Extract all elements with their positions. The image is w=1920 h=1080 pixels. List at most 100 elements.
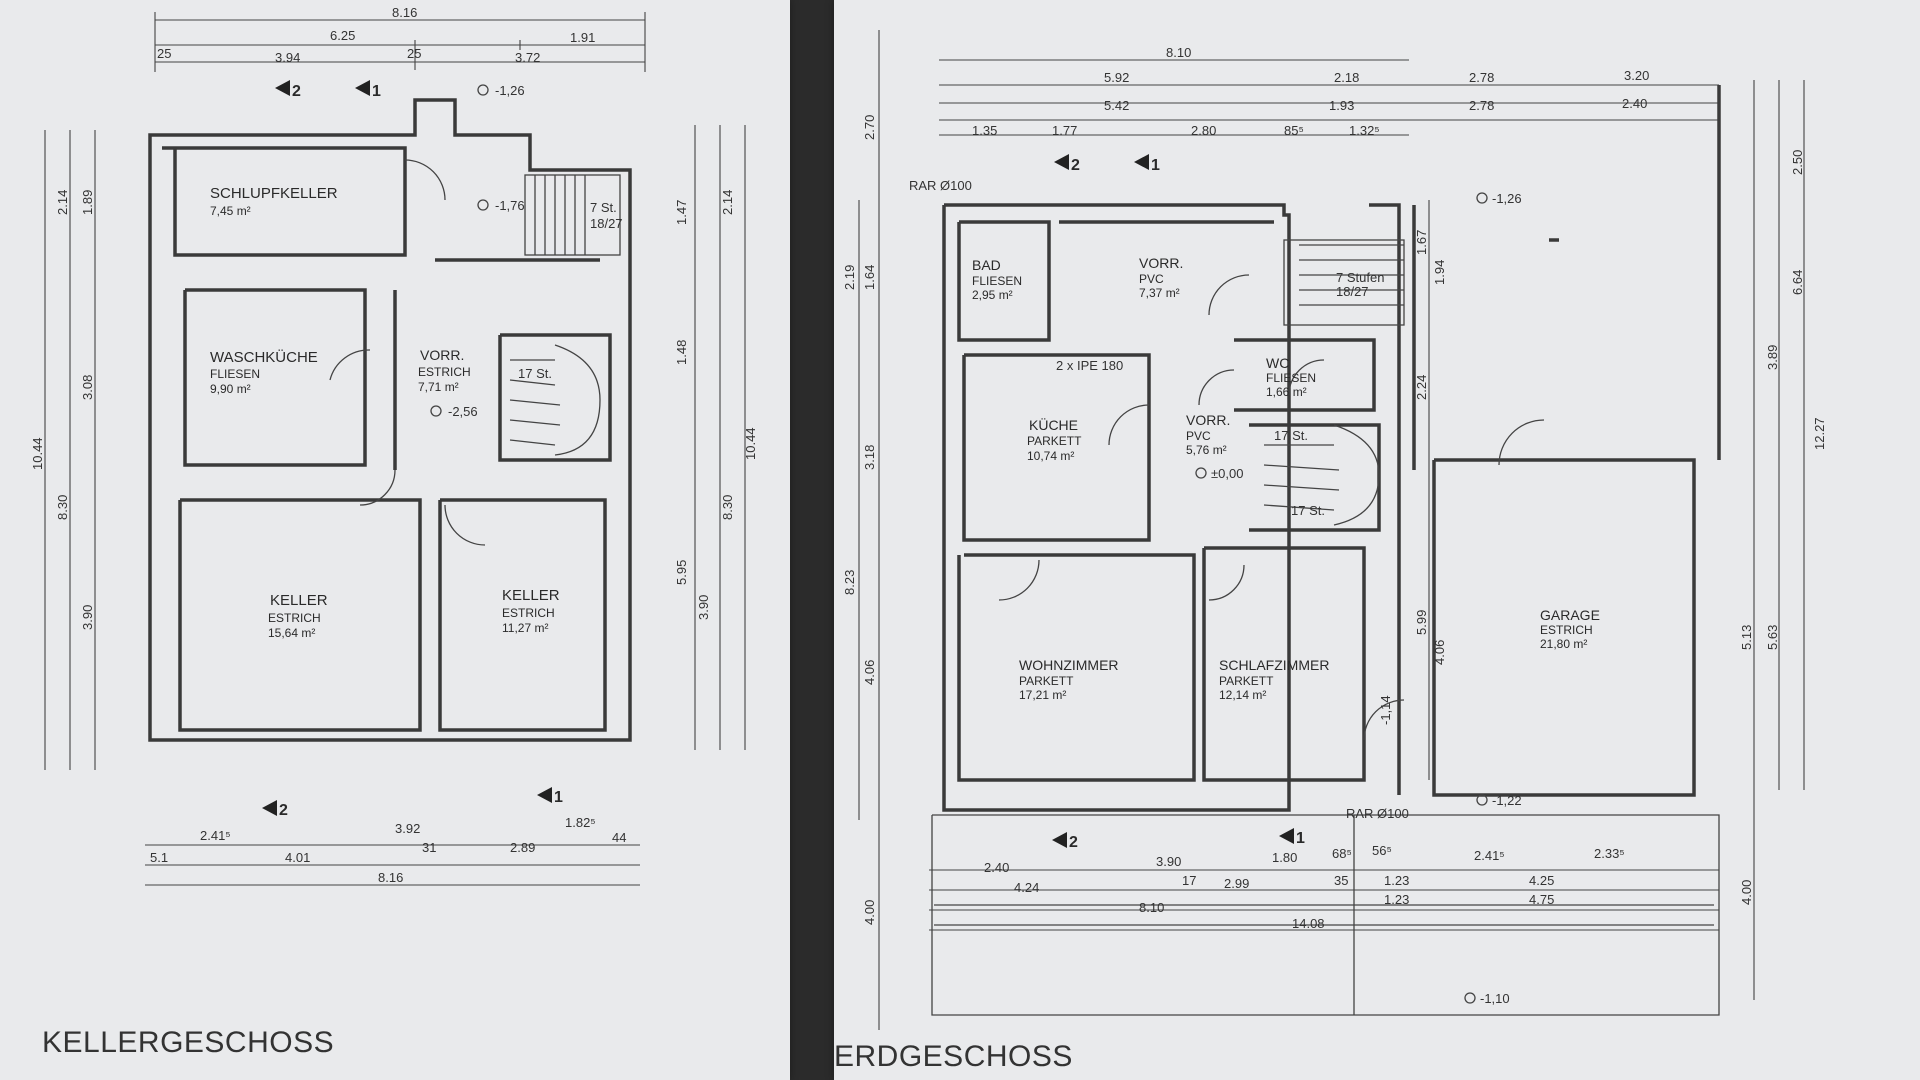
dim-right: 4.00 — [1739, 880, 1754, 905]
room-area: 12,14 m² — [1219, 688, 1266, 702]
room-keller-2: KELLER ESTRICH 11,27 m² — [502, 587, 560, 635]
room-kueche: KÜCHE PARKETT 10,74 m² — [1027, 416, 1082, 463]
stair-label: 18/27 — [1336, 284, 1369, 299]
dim-top: 6.25 — [330, 28, 355, 43]
dim-top: 1.35 — [972, 123, 997, 138]
level-icon — [1476, 794, 1488, 806]
room-name: KÜCHE — [1029, 416, 1078, 433]
room-area: 9,90 m² — [210, 382, 251, 396]
room-area: 7,71 m² — [418, 380, 459, 394]
bottom-dimension-chains: 2.41⁵ 3.92 1.82⁵ 5.1 4.01 31 2.89 44 8.1… — [145, 815, 640, 886]
dim-right: 2.50 — [1790, 150, 1805, 175]
left-dimension-chains: 2.70 2.19 1.64 3.18 8.23 4.06 4.00 — [842, 30, 880, 1030]
dim-right: 1.47 — [674, 200, 689, 225]
room-wohnzimmer: WOHNZIMMER PARKETT 17,21 m² — [1019, 657, 1119, 702]
room-vorraum-2: VORR. PVC 5,76 m² — [1186, 412, 1230, 457]
room-finish: FLIESEN — [210, 367, 260, 381]
level-marker: -1,14 — [1378, 695, 1393, 725]
dim-bottom: 17 — [1182, 873, 1196, 888]
section-markers: 2 1 2 1 — [1052, 154, 1305, 851]
dim-left: 3.08 — [80, 375, 95, 400]
dim-left: 3.18 — [862, 445, 877, 470]
room-finish: ESTRICH — [418, 365, 471, 379]
room-finish: ESTRICH — [502, 606, 555, 620]
level-icon — [1464, 992, 1476, 1004]
room-area: 11,27 m² — [502, 621, 548, 635]
level-markers: -1,26 -1,76 -2,56 17 St. 7 St. 18/27 — [430, 83, 623, 419]
section-arrow-icon — [355, 80, 370, 96]
section-markers: 2 1 2 1 — [262, 80, 563, 819]
dim-right: 1.67 — [1414, 230, 1429, 255]
dim-total-width-bottom: 8.16 — [378, 870, 403, 885]
dim-bottom: 56⁵ — [1372, 843, 1392, 858]
room-finish: ESTRICH — [268, 611, 321, 625]
dim-top: 5.42 — [1104, 98, 1129, 113]
dim-bottom: 4.25 — [1529, 873, 1554, 888]
drain-label: RAR Ø100 — [909, 178, 972, 193]
dim-bottom: 35 — [1334, 873, 1348, 888]
svg-text:1: 1 — [1151, 157, 1160, 174]
staircase — [1263, 239, 1405, 526]
room-area: 15,64 m² — [268, 626, 315, 640]
room-finish: PARKETT — [1027, 434, 1082, 448]
dim-top: 1.93 — [1329, 98, 1354, 113]
dim-left: 3.90 — [80, 605, 95, 630]
right-dimension-chains: 10.44 8.30 3.90 5.95 1.48 1.47 2.14 — [674, 125, 758, 750]
plan-title: ERDGESCHOSS — [834, 1040, 1073, 1073]
room-area: 1,66 m² — [1266, 385, 1307, 399]
dim-bottom: 4.24 — [1014, 880, 1039, 895]
dim-bottom: 4.01 — [285, 850, 310, 865]
svg-text:1: 1 — [372, 83, 381, 100]
room-vorraum-keller: VORR. ESTRICH 7,71 m² — [418, 347, 471, 394]
dim-right: 10.44 — [743, 427, 758, 460]
room-area: 10,74 m² — [1027, 449, 1074, 463]
dim-right: 12.27 — [1812, 417, 1827, 450]
dim-right: 3.89 — [1765, 345, 1780, 370]
dim-bottom: 5.1 — [150, 850, 168, 865]
dim-bottom: 2.41⁵ — [1474, 848, 1505, 863]
section-arrow-icon — [275, 80, 290, 96]
level-icon — [1195, 467, 1207, 479]
level-icon — [430, 405, 442, 417]
room-garage: GARAGE ESTRICH 21,80 m² — [1540, 607, 1600, 651]
dim-top: 85⁵ — [1284, 123, 1304, 138]
room-name: BAD — [972, 257, 1001, 273]
room-name: SCHLUPFKELLER — [210, 185, 338, 202]
dim-right: 2.14 — [720, 190, 735, 215]
level-icon — [1476, 192, 1488, 204]
section-arrow-icon — [1134, 154, 1149, 170]
level-marker: -1,26 — [1492, 191, 1522, 206]
floor-plan-kellergeschoss: 8.16 6.25 1.91 25 3.94 25 3.72 — [30, 5, 758, 886]
section-arrow-icon — [1279, 828, 1294, 844]
room-name: WC — [1266, 355, 1289, 371]
dim-left: 2.19 — [842, 265, 857, 290]
room-bad: BAD FLIESEN 2,95 m² — [972, 257, 1022, 302]
dim-bottom: 2.89 — [510, 840, 535, 855]
dim-bottom: 1.23 — [1384, 873, 1409, 888]
room-name: KELLER — [502, 587, 560, 604]
plan-sheet-erdgeschoss: 8.10 5.92 2.18 2.78 3.20 5.42 1.93 2.78 … — [834, 0, 1920, 1080]
dim-bottom: 1.23 — [1384, 892, 1409, 907]
dim-bottom: 3.92 — [395, 821, 420, 836]
room-finish: PVC — [1139, 272, 1164, 286]
room-name: WASCHKÜCHE — [210, 348, 318, 366]
room-name: GARAGE — [1540, 607, 1600, 623]
dim-top: 2.78 — [1469, 98, 1494, 113]
room-waschkueche: WASCHKÜCHE FLIESEN 9,90 m² — [210, 348, 318, 396]
dim-left: 8.30 — [55, 495, 70, 520]
dim-bottom: 3.90 — [1156, 854, 1181, 869]
level-marker: -1,26 — [495, 83, 525, 98]
room-vorraum-1: VORR. PVC 7,37 m² — [1139, 255, 1183, 300]
dim-top: 2.40 — [1622, 96, 1647, 111]
room-name: VORR. — [420, 347, 464, 363]
room-schlupfkeller: SCHLUPFKELLER 7,45 m² — [210, 185, 338, 218]
dim-top: 3.72 — [515, 50, 540, 65]
svg-text:2: 2 — [1071, 157, 1080, 174]
top-dimension-chains: 8.10 5.92 2.18 2.78 3.20 5.42 1.93 2.78 … — [939, 45, 1719, 138]
room-area: 7,45 m² — [210, 204, 251, 218]
level-icon — [477, 84, 489, 96]
plan-title: KELLERGESCHOSS — [42, 1026, 335, 1059]
dim-top: 3.94 — [275, 50, 300, 65]
svg-text:2: 2 — [1069, 834, 1078, 851]
stair-label: 17 St. — [1274, 428, 1308, 443]
